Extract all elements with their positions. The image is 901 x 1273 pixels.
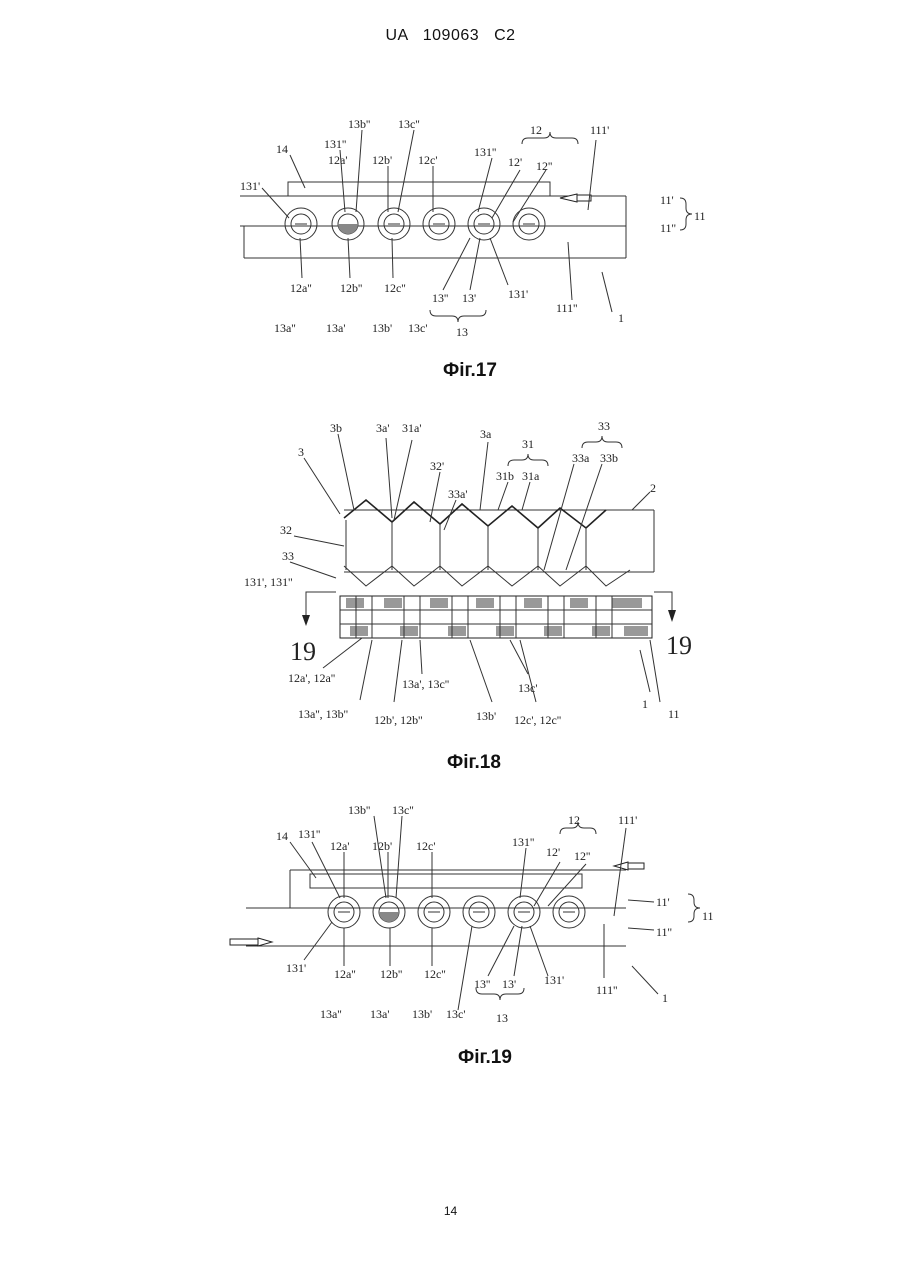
fig18-label: 31a (522, 469, 540, 483)
fig17-label: 131'' (324, 137, 346, 151)
fig17-label: 12 (530, 123, 542, 137)
fig18-label: 13b' (476, 709, 496, 723)
fig18-label: 33a' (448, 487, 468, 501)
fig18-label: 19 (666, 631, 692, 660)
fig17-label: 131'' (474, 145, 496, 159)
fig17-label: 12c'' (384, 281, 406, 295)
figure-18-caption: Фіг.18 (447, 752, 501, 774)
fig17-label: 13 (456, 325, 468, 339)
fig18-label: 1 (642, 697, 648, 711)
figure-17-drawing: 14 131'' 12a' 13b'' 12b' 13c'' 12c' 131'… (0, 100, 901, 460)
fig19-label: 13c'' (392, 803, 414, 817)
fig19-label: 131'' (298, 827, 320, 841)
fig19-label: 14 (276, 829, 288, 843)
fig19-label: 13b' (412, 1007, 432, 1021)
fig19-label: 13a'' (320, 1007, 342, 1021)
fig19-label: 13' (502, 977, 516, 991)
fig19-label: 131' (544, 973, 564, 987)
fig19-label: 13 (496, 1011, 508, 1025)
fig19-label: 12a'' (334, 967, 356, 981)
fig17-label: 12b' (372, 153, 392, 167)
fig17-label: 13'' (432, 291, 448, 305)
figure-19-caption: Фіг.19 (458, 1047, 512, 1069)
fig19-label: 11' (656, 895, 670, 909)
fig18-label: 13c' (518, 681, 538, 695)
fig18-label: 13a', 13c'' (402, 677, 449, 691)
fig18-label: 131', 131'' (244, 575, 293, 589)
fig18-label: 19 (290, 637, 316, 666)
fig18-label: 12a', 12a'' (288, 671, 335, 685)
fig18-label: 33 (598, 419, 610, 433)
fig18-label: 31 (522, 437, 534, 451)
fig17-label: 111' (590, 123, 609, 137)
fig17-label: 12a'' (290, 281, 312, 295)
fig19-label: 131'' (512, 835, 534, 849)
fig19-label: 1 (662, 991, 668, 1005)
figure-17-caption: Фіг.17 (443, 360, 497, 382)
fig18-label: 33 (282, 549, 294, 563)
fig19-label: 12 (568, 813, 580, 827)
figure-19-drawing: 13b'' 13c'' 12 111' 14 131'' 12a' 12b' 1… (0, 798, 901, 1048)
fig17-rollers (285, 208, 545, 240)
fig18-label: 11 (668, 707, 680, 721)
fig19-label: 12c'' (424, 967, 446, 981)
fig18-label: 3a (480, 427, 492, 441)
fig18-label: 32 (280, 523, 292, 537)
fig17-label: 11 (694, 209, 706, 223)
fig17-label: 12'' (536, 159, 552, 173)
fig17-label: 12b'' (340, 281, 362, 295)
fig18-label: 31b (496, 469, 514, 483)
fig17-label: 13a' (326, 321, 346, 335)
fig19-label: 111'' (596, 983, 617, 997)
fig19-label: 13'' (474, 977, 490, 991)
fig19-rollers (328, 896, 585, 928)
document-header: UA 109063 C2 (0, 27, 901, 45)
fig17-label: 13c' (408, 321, 428, 335)
fig19-label: 13b'' (348, 803, 370, 817)
fig19-label: 12a' (330, 839, 350, 853)
fig17-label: 12' (508, 155, 522, 169)
fig18-label: 33b (600, 451, 618, 465)
fig18-label: 2 (650, 481, 656, 495)
fig17-label: 13' (462, 291, 476, 305)
fig17-label: 11' (660, 193, 674, 207)
fig17-label: 13c'' (398, 117, 420, 131)
fig19-label: 12' (546, 845, 560, 859)
fig19-label: 12b' (372, 839, 392, 853)
figure-18-drawing: 3b 3a' 31a' 3a 31 33 3 32' 31b 31a 33a 3… (0, 410, 901, 740)
fig18-label: 3b (330, 421, 342, 435)
fig19-label: 12'' (574, 849, 590, 863)
fig17-label: 12a' (328, 153, 348, 167)
fig17-label: 1 (618, 311, 624, 325)
page-number: 14 (0, 1204, 901, 1218)
fig18-label: 32' (430, 459, 444, 473)
fig18-label: 3 (298, 445, 304, 459)
fig17-label: 13b'' (348, 117, 370, 131)
fig18-label: 12b', 12b'' (374, 713, 423, 727)
fig19-label: 11'' (656, 925, 672, 939)
fig19-label: 12b'' (380, 967, 402, 981)
fig19-label: 13c' (446, 1007, 466, 1021)
fig17-label: 12c' (418, 153, 438, 167)
fig18-label: 13a'', 13b'' (298, 707, 348, 721)
fig19-label: 131' (286, 961, 306, 975)
fig19-label: 111' (618, 813, 637, 827)
fig17-label: 131' (240, 179, 260, 193)
fig17-label: 13b' (372, 321, 392, 335)
fig19-label: 11 (702, 909, 714, 923)
fig17-label: 14 (276, 142, 288, 156)
fig18-label: 31a' (402, 421, 422, 435)
fig18-label: 3a' (376, 421, 390, 435)
fig17-label: 13a'' (274, 321, 296, 335)
fig19-label: 13a' (370, 1007, 390, 1021)
fig17-label: 131' (508, 287, 528, 301)
fig17-label: 11'' (660, 221, 676, 235)
fig18-label: 12c', 12c'' (514, 713, 561, 727)
fig17-label: 111'' (556, 301, 577, 315)
fig18-label: 33a (572, 451, 590, 465)
fig19-label: 12c' (416, 839, 436, 853)
